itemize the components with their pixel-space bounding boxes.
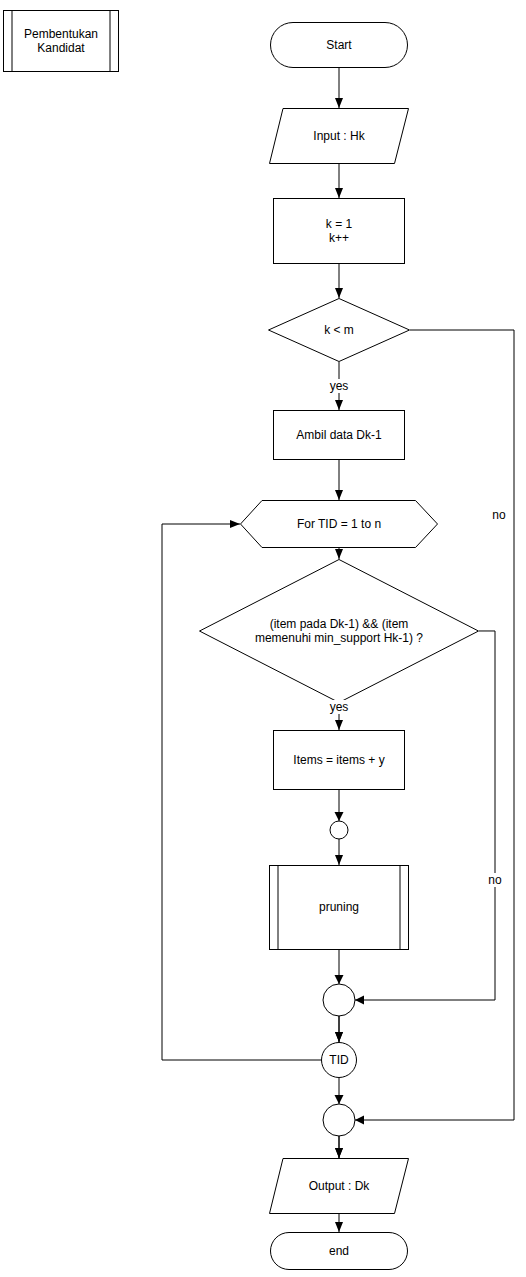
text-block: TID xyxy=(329,1053,348,1067)
junction-circle xyxy=(323,1104,355,1136)
side-bar xyxy=(110,11,111,72)
arrow-head xyxy=(335,1095,344,1104)
arrow-head xyxy=(355,1116,364,1125)
side-bar xyxy=(12,11,13,72)
flow-arrow xyxy=(339,164,340,198)
box-outline xyxy=(274,199,405,264)
text-block: pruning xyxy=(319,900,359,914)
node-text: Input : Hk xyxy=(313,129,364,143)
node-text: pruning xyxy=(319,900,359,914)
flow-arrow xyxy=(339,68,340,108)
text-block: Input : Hk xyxy=(313,129,364,143)
node-text: k < m xyxy=(324,323,354,337)
node-text: For TID = 1 to n xyxy=(297,517,381,531)
arrow-head xyxy=(335,975,344,984)
diamond-outline xyxy=(200,559,479,702)
flow-arrow xyxy=(339,548,340,559)
process-box: k = 1 k++ xyxy=(273,198,405,264)
side-bar xyxy=(278,866,279,950)
diamond-outline xyxy=(269,299,410,362)
box-outline xyxy=(274,731,405,790)
edge-label: yes xyxy=(328,379,351,393)
node-text: Items = items + y xyxy=(293,753,384,767)
io-parallelogram: Input : Hk xyxy=(269,108,409,164)
flow-arrow xyxy=(339,1214,340,1232)
text-block: end xyxy=(329,1244,349,1258)
text-block: Start xyxy=(326,38,351,52)
node-text: Start xyxy=(326,38,351,52)
text-block: k < m xyxy=(324,323,354,337)
hexagon-outline xyxy=(241,501,438,548)
flow-arrow xyxy=(339,264,340,298)
text-block: Ambil data Dk-1 xyxy=(296,428,381,442)
process-box: Ambil data Dk-1 xyxy=(273,410,405,460)
node-text: k = 1 k++ xyxy=(319,217,359,246)
text-block: (item pada Dk-1) && (item memenuhi min_s… xyxy=(248,617,430,646)
node-text: TID xyxy=(329,1053,348,1067)
terminal-outline xyxy=(271,23,408,68)
text-block: For TID = 1 to n xyxy=(297,517,381,531)
terminal-outline xyxy=(271,1233,408,1270)
terminal: Start xyxy=(270,22,408,68)
loop-hexagon: For TID = 1 to n xyxy=(240,500,438,548)
edge-label: yes xyxy=(328,700,351,714)
terminal: end xyxy=(270,1232,408,1270)
decision-diamond: k < m xyxy=(268,298,410,362)
node-text: (item pada Dk-1) && (item memenuhi min_s… xyxy=(248,617,430,646)
io-parallelogram: Output : Dk xyxy=(269,1158,409,1214)
parallelogram-outline xyxy=(270,1159,409,1214)
node-text: end xyxy=(329,1244,349,1258)
edge-label: no xyxy=(486,873,503,887)
text-block: Output : Dk xyxy=(309,1179,370,1193)
edge-label: no xyxy=(490,508,507,522)
decision-diamond: (item pada Dk-1) && (item memenuhi min_s… xyxy=(199,559,479,703)
junction-circle xyxy=(323,984,355,1016)
box-outline xyxy=(4,11,119,72)
circle-outline xyxy=(322,1043,357,1078)
connector-circle: TID xyxy=(321,1042,357,1078)
arrow-head xyxy=(335,812,344,821)
box-outline xyxy=(274,411,405,460)
parallelogram-outline xyxy=(270,109,409,164)
arrow-head xyxy=(355,996,364,1005)
junction-circle xyxy=(330,821,348,839)
node-text: Pembentukan Kandidat xyxy=(19,27,103,56)
flow-arrow xyxy=(339,631,495,1042)
side-bar xyxy=(400,866,401,950)
node-text: Output : Dk xyxy=(309,1179,370,1193)
node-text: Ambil data Dk-1 xyxy=(296,428,381,442)
text-block: Items = items + y xyxy=(293,753,384,767)
predefined-process: pruning xyxy=(269,865,409,950)
process-box: Items = items + y xyxy=(273,730,405,790)
text-block: Pembentukan Kandidat xyxy=(19,27,103,56)
text-block: k = 1 k++ xyxy=(319,217,359,246)
box-outline xyxy=(270,866,409,950)
flow-arrow xyxy=(339,460,340,500)
predefined-process: Pembentukan Kandidat xyxy=(3,10,119,72)
